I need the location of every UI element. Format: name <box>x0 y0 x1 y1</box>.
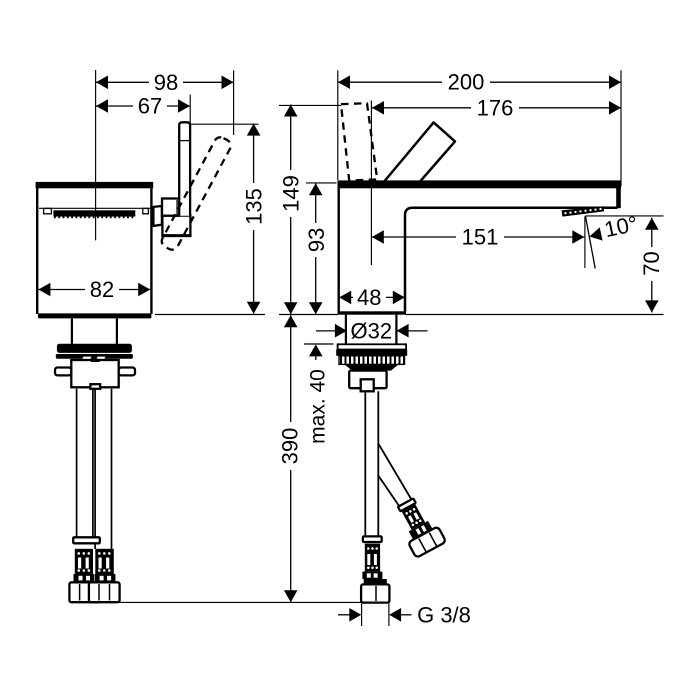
svg-text:151: 151 <box>462 225 499 250</box>
svg-text:Ø32: Ø32 <box>351 319 393 344</box>
svg-text:149: 149 <box>278 175 303 212</box>
svg-text:67: 67 <box>138 94 162 119</box>
svg-text:G 3/8: G 3/8 <box>417 603 471 628</box>
svg-text:390: 390 <box>278 428 303 465</box>
svg-text:200: 200 <box>448 70 485 95</box>
svg-text:135: 135 <box>241 188 266 225</box>
svg-text:176: 176 <box>477 95 514 120</box>
svg-text:93: 93 <box>304 228 329 252</box>
svg-text:98: 98 <box>154 70 178 95</box>
svg-text:70: 70 <box>639 251 664 275</box>
svg-text:48: 48 <box>357 285 381 310</box>
svg-text:max. 40: max. 40 <box>307 369 330 444</box>
svg-text:82: 82 <box>90 277 114 302</box>
